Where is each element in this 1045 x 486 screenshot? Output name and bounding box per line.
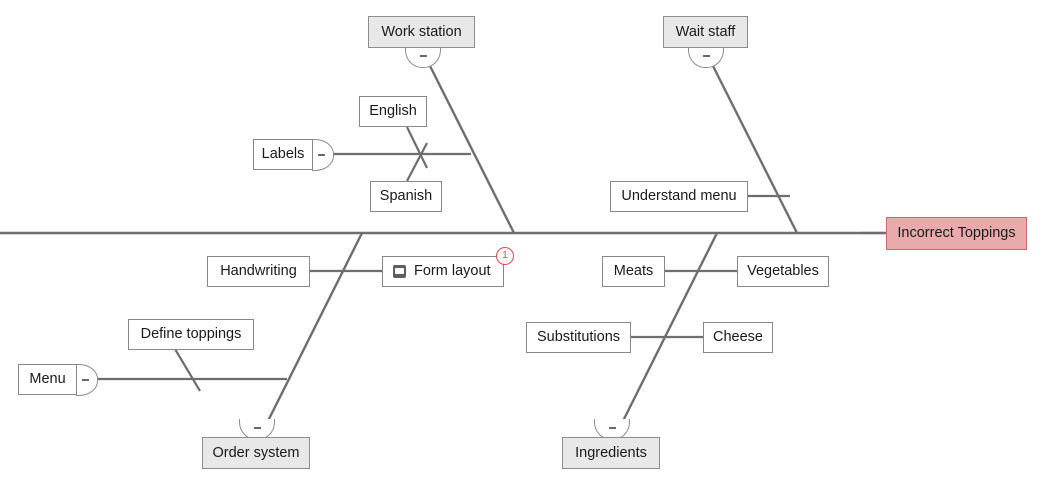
cause-label: Menu — [29, 371, 66, 388]
minus-icon — [253, 427, 261, 429]
cause-node-define-toppings[interactable]: Define toppings — [128, 319, 254, 350]
cause-label: Handwriting — [220, 263, 297, 280]
cause-node-spanish[interactable]: Spanish — [370, 181, 442, 212]
cause-label: Form layout — [414, 263, 491, 280]
cause-label: Meats — [613, 263, 654, 280]
note-icon — [393, 265, 406, 278]
cause-node-understand-menu[interactable]: Understand menu — [610, 181, 748, 212]
cause-label: English — [369, 103, 417, 120]
line-english-to-labels — [406, 126, 428, 169]
collapse-handle-menu[interactable] — [76, 364, 98, 396]
cause-node-form-layout[interactable]: Form layout — [382, 256, 504, 287]
collapse-handle-work-station[interactable] — [405, 47, 441, 68]
cause-node-labels[interactable]: Labels — [253, 139, 313, 170]
cause-node-meats[interactable]: Meats — [602, 256, 665, 287]
category-label: Ingredients — [575, 444, 647, 461]
minus-icon — [318, 154, 325, 156]
cause-label: Labels — [261, 146, 305, 163]
comment-count-badge[interactable]: 1 — [496, 247, 514, 265]
category-node-order-system[interactable]: Order system — [202, 437, 310, 469]
problem-head-node[interactable]: Incorrect Toppings — [886, 217, 1027, 250]
minus-icon — [608, 427, 616, 429]
cause-node-menu[interactable]: Menu — [18, 364, 77, 395]
cause-label: Spanish — [379, 188, 433, 205]
cause-label: Define toppings — [140, 326, 242, 343]
cause-node-english[interactable]: English — [359, 96, 427, 127]
cause-node-cheese[interactable]: Cheese — [703, 322, 773, 353]
category-node-wait-staff[interactable]: Wait staff — [663, 16, 748, 48]
collapse-handle-labels[interactable] — [312, 139, 334, 171]
cause-label: Understand menu — [621, 188, 737, 205]
category-node-ingredients[interactable]: Ingredients — [562, 437, 660, 469]
category-label: Work station — [381, 23, 462, 40]
problem-head-label: Incorrect Toppings — [897, 225, 1016, 242]
category-label: Wait staff — [675, 23, 736, 40]
cause-label: Vegetables — [747, 263, 819, 280]
minus-icon — [82, 379, 89, 381]
cause-label: Cheese — [713, 329, 763, 346]
cause-node-substitutions[interactable]: Substitutions — [526, 322, 631, 353]
collapse-handle-wait-staff[interactable] — [688, 47, 724, 68]
cause-node-vegetables[interactable]: Vegetables — [737, 256, 829, 287]
category-node-work-station[interactable]: Work station — [368, 16, 475, 48]
line-spanish-to-labels — [406, 142, 428, 182]
cause-node-handwriting[interactable]: Handwriting — [207, 256, 310, 287]
minus-icon — [419, 55, 427, 57]
cause-label: Substitutions — [536, 329, 621, 346]
line-define-toppings-to-menu — [174, 348, 201, 392]
minus-icon — [702, 55, 710, 57]
category-label: Order system — [212, 444, 300, 461]
